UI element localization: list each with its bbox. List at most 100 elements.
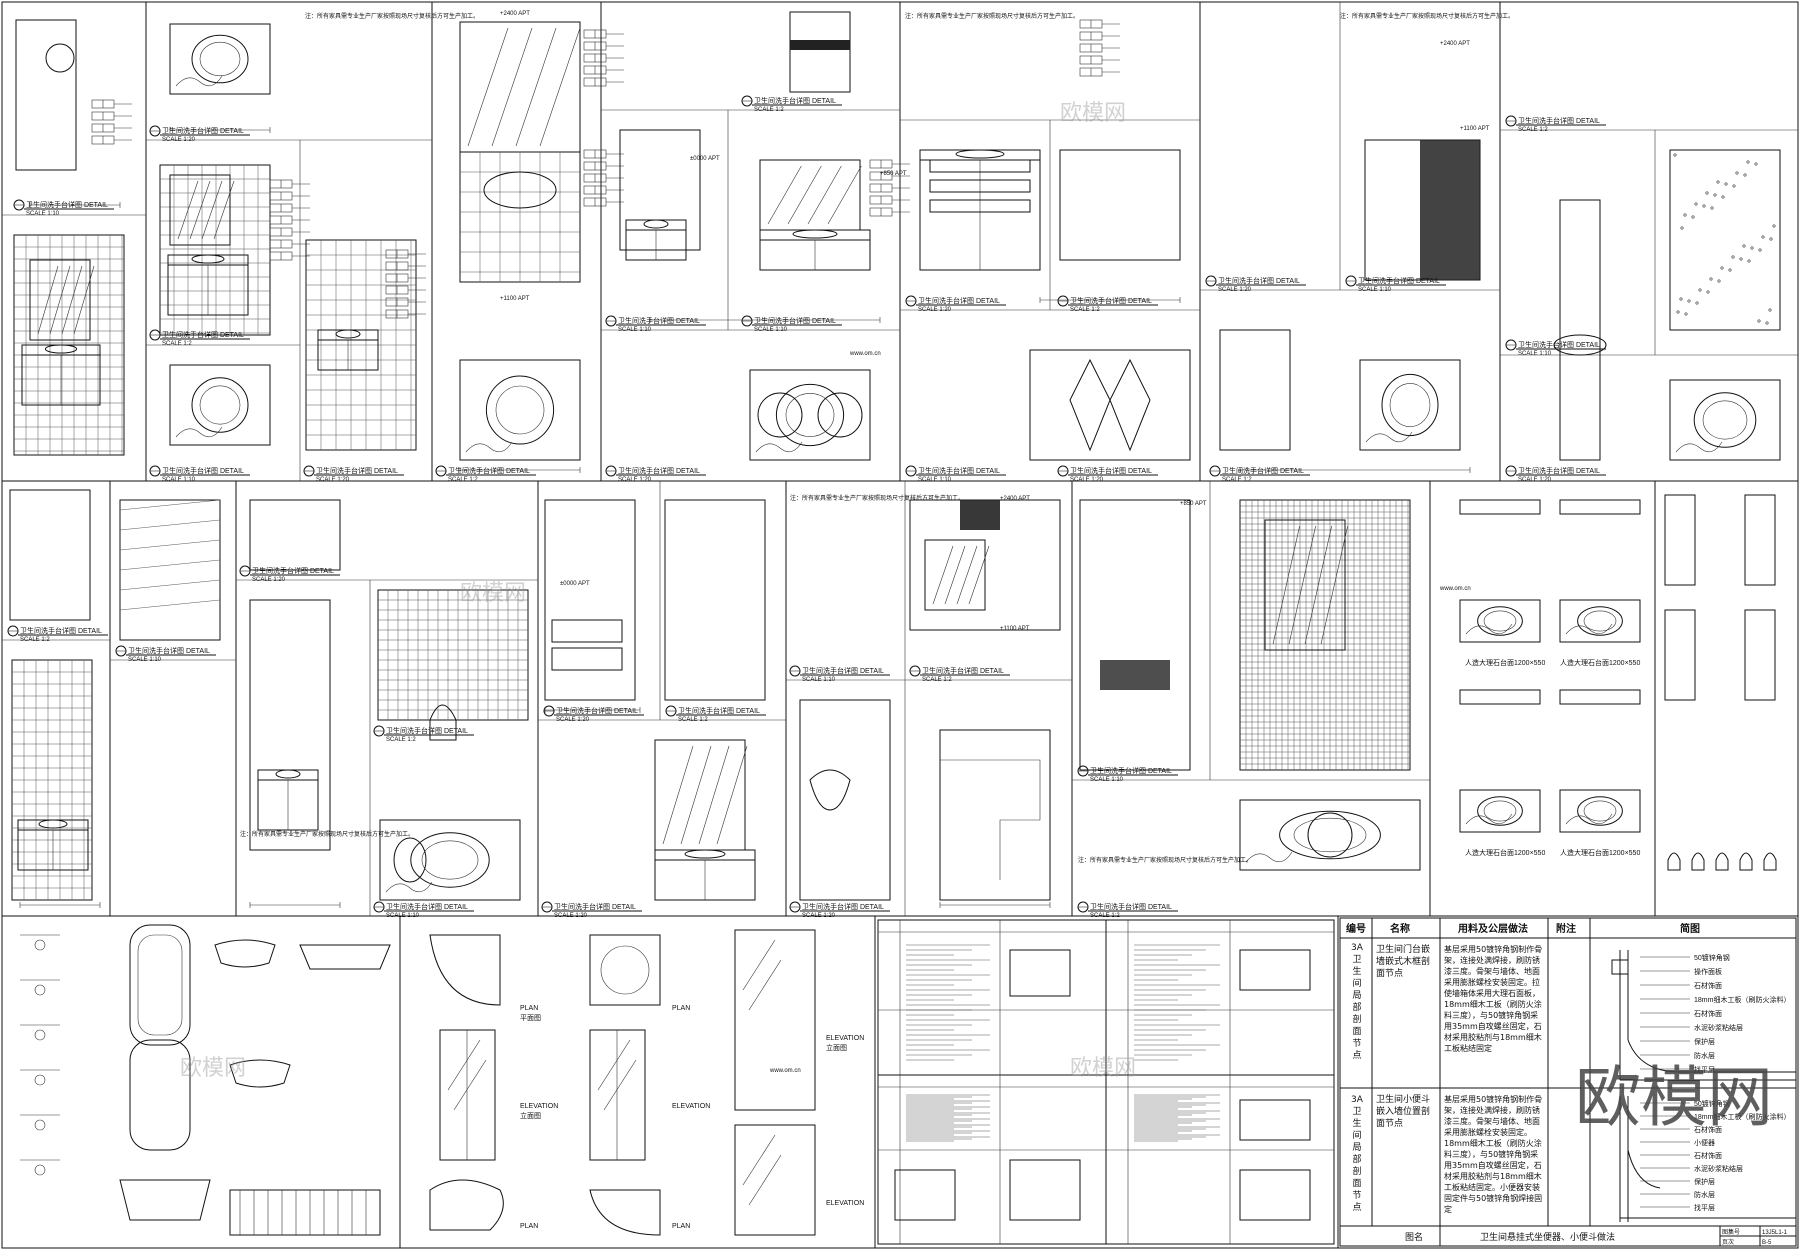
plan-l (1669, 379, 1781, 461)
dark-panel-t (960, 500, 1000, 530)
callout-label: 找平层 (1694, 1203, 1715, 1212)
toilet-plan-p (393, 837, 427, 883)
bathtub-elev-1 (214, 939, 276, 968)
basin-section-u (809, 769, 851, 811)
shower-plan-quadrant (429, 934, 501, 1006)
tags-g (1079, 19, 1120, 77)
detail-scale-label: SCALE 1:2 (1070, 307, 1100, 313)
stone-speck (1721, 195, 1725, 199)
mirror-b (169, 174, 235, 246)
note-text-4: 注：所有家具需专业生产厂家按照现场尺寸复核后方可生产加工。 (790, 494, 964, 502)
basin-y (1307, 812, 1353, 858)
callout-label: 水泥砂浆粘结层 (1694, 1023, 1743, 1032)
callout-label: 石材饰面 (1694, 1151, 1722, 1160)
stone-speck (1724, 182, 1728, 186)
stone-speck (1691, 215, 1695, 219)
stone-speck (1754, 162, 1758, 166)
basin-section-2 (1459, 689, 1541, 705)
detail-title-label: 卫生间洗手台详图 DETAIL (922, 666, 1004, 675)
vanity-c (317, 329, 379, 371)
detail-title-label: 卫生间洗手台详图 DETAIL (1518, 340, 1600, 349)
dimension-line-7 (249, 902, 341, 908)
detail-title-label: 卫生间洗手台详图 DETAIL (618, 316, 700, 325)
detail-e-slab (790, 40, 850, 50)
spec-header-sketch: 简图 (1680, 922, 1700, 935)
glass-reflection-2 (742, 939, 776, 991)
diagonal-hatch (119, 599, 221, 611)
callout-label: 18mm细木工板（刷防火涂料） (1694, 995, 1790, 1004)
stone-speck (1695, 301, 1699, 305)
dimension-line-5 (1239, 467, 1471, 473)
bathtub-top-2 (129, 1039, 191, 1151)
basin-d (483, 171, 557, 209)
bathtub-top-1 (129, 924, 191, 1046)
spec-row1-name: 卫生间门台嵌墙嵌式木框剖面节点 (1376, 945, 1431, 979)
detail-title-label: 卫生间洗手台详图 DETAIL (802, 666, 884, 675)
detail-scale-label: SCALE 1:10 (1358, 287, 1392, 293)
stone-speck (1728, 268, 1732, 272)
dimension-line-3 (649, 317, 881, 323)
fixture-icon-2 (1715, 852, 1729, 871)
stone-speck (1735, 171, 1739, 175)
cabinet-door-h1 (1069, 358, 1111, 452)
stone-speck (1716, 180, 1720, 184)
tiled-elevation-m (11, 659, 93, 901)
spec-table: 编号 名称 用料及公层做法 附注 简图 3A 卫生间局部剖面节点 卫生间门台嵌墙… (1339, 917, 1797, 1247)
spec-header-note: 附注 (1556, 922, 1576, 935)
stone-speck (1757, 319, 1761, 323)
detail-scale-label: SCALE 1:20 (1218, 287, 1252, 293)
detail-scale-label: SCALE 1:2 (922, 677, 952, 683)
detail-scale-label: SCALE 1:20 (316, 477, 350, 483)
mirror-d (459, 21, 581, 153)
mirror-s (654, 739, 748, 851)
detail-title-label: 卫生间洗手台详图 DETAIL (1358, 276, 1440, 285)
bathtub-corner (119, 1179, 211, 1221)
detail-title-label: 卫生间洗手台详图 DETAIL (754, 316, 836, 325)
tags-d (583, 29, 624, 87)
stone-speck (1720, 266, 1724, 270)
detail-scale-label: SCALE 1:10 (1090, 777, 1124, 783)
shower-plan-square (589, 934, 661, 1006)
glass-reflection-3 (742, 1134, 776, 1186)
callout-label: 小便器 (1694, 1138, 1715, 1147)
vanity-b (167, 254, 249, 316)
dimension-line-0 (29, 202, 121, 208)
section-a (15, 19, 77, 171)
basin-caption-4: 人造大理石台面1200×550 (1560, 848, 1640, 857)
stone-speck (1710, 206, 1714, 210)
top-subpanels (2, 2, 1798, 481)
detail-title-label: 卫生间洗手台详图 DETAIL (678, 706, 760, 715)
watermark-logo: 欧模网 (1575, 1059, 1773, 1136)
section-k (1559, 199, 1601, 461)
callout-label: 保护层 (1694, 1177, 1715, 1186)
bathtub-plan-z3 (1664, 609, 1696, 701)
detail-scale-label: SCALE 1:2 (386, 737, 416, 743)
section-m (9, 489, 91, 621)
tiled-elevation-c (305, 239, 417, 451)
detail-title-label: 卫生间洗手台详图 DETAIL (26, 200, 108, 209)
callout-label: 石材饰面 (1694, 1009, 1722, 1018)
detail-title-label: 卫生间洗手台详图 DETAIL (128, 646, 210, 655)
shower-elev-3 (734, 929, 816, 1111)
notes: 注：所有家具需专业生产厂家按照现场尺寸复核后方可生产加工。 注：所有家具需专业生… (240, 12, 1514, 864)
plan-p (379, 819, 521, 901)
detail-scale-label: SCALE 1:20 (1070, 477, 1104, 483)
stone-speck (1680, 226, 1684, 230)
toilet-p (429, 704, 457, 741)
cabinet-door-h2 (1109, 358, 1151, 452)
stone-speck (1772, 224, 1776, 228)
vanity-f2 (759, 229, 871, 271)
tiled-elevation-b (159, 164, 271, 336)
